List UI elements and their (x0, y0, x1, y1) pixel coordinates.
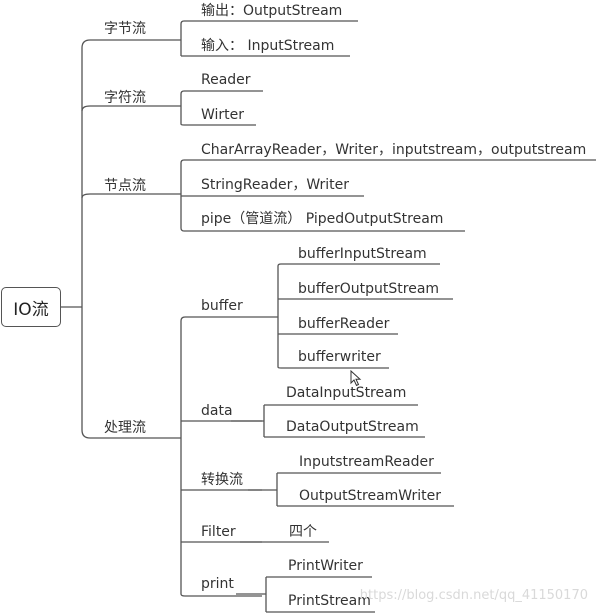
leaf-pipe[interactable]: pipe（管道流） PipedOutputStream (201, 211, 444, 227)
leaf-bufferreader[interactable]: bufferReader (298, 316, 390, 332)
connector-buffer-c1 (277, 263, 440, 267)
root-node[interactable]: IO流 (1, 287, 61, 327)
branch-zhuanhuanliu[interactable]: 转换流 (201, 472, 243, 488)
connector-chuliliu-print (180, 593, 262, 597)
branch-jiedianliu[interactable]: 节点流 (104, 178, 146, 194)
leaf-outputstreamwriter[interactable]: OutputStreamWriter (299, 488, 442, 504)
leaf-bufferoutputstream[interactable]: bufferOutputStream (298, 281, 440, 297)
leaf-stringreader[interactable]: StringReader，Writer (201, 177, 350, 193)
connector-chuliliu-buffer (180, 316, 255, 322)
branch-filter[interactable]: Filter (201, 524, 236, 540)
branch-zifuliu[interactable]: 字符流 (104, 90, 146, 106)
connector-root-chuliliu (81, 429, 155, 439)
connector-root-zijieliu (81, 39, 155, 49)
leaf-input-stream[interactable]: 输入： InputStream (201, 38, 335, 54)
leaf-inputstreamreader[interactable]: InputstreamReader (299, 454, 434, 470)
leaf-dataoutputstream[interactable]: DataOutputStream (286, 419, 419, 435)
leaf-wirter[interactable]: Wirter (201, 107, 245, 123)
connector-jiedianliu-c3 (180, 227, 465, 232)
connector-zifuliu-c1 (180, 90, 263, 95)
branch-buffer[interactable]: buffer (201, 298, 243, 314)
leaf-chararrayreader[interactable]: CharArrayReader，Writer，inputstream，outpu… (201, 142, 587, 158)
root-node-label: IO流 (13, 299, 49, 320)
connector-zijieliu-c1 (180, 20, 358, 25)
leaf-sige[interactable]: 四个 (289, 524, 317, 540)
leaf-bufferinputstream[interactable]: bufferInputStream (298, 246, 427, 262)
leaf-printwriter[interactable]: PrintWriter (288, 558, 363, 574)
connector-jiedianliu-c1 (180, 159, 596, 164)
connector-root-jiedianliu (81, 193, 155, 199)
branch-data[interactable]: data (201, 403, 233, 419)
watermark: https://blog.csdn.net/qq_41150170 (359, 588, 588, 603)
mouse-cursor-icon (350, 370, 362, 387)
leaf-datainputstream[interactable]: DataInputStream (286, 385, 407, 401)
leaf-bufferwriter[interactable]: bufferwriter (298, 349, 381, 365)
connector-root-zifuliu (81, 105, 155, 112)
branch-chuliliu[interactable]: 处理流 (104, 420, 146, 436)
leaf-output-stream[interactable]: 输出：OutputStream (201, 3, 343, 19)
branch-print[interactable]: print (201, 576, 234, 592)
connector-buffer-c4 (277, 366, 389, 369)
branch-zijieliu[interactable]: 字节流 (104, 21, 146, 37)
leaf-printstream[interactable]: PrintStream (288, 593, 371, 609)
connector-zifuliu-c2 (180, 123, 256, 126)
leaf-reader[interactable]: Reader (201, 72, 251, 88)
